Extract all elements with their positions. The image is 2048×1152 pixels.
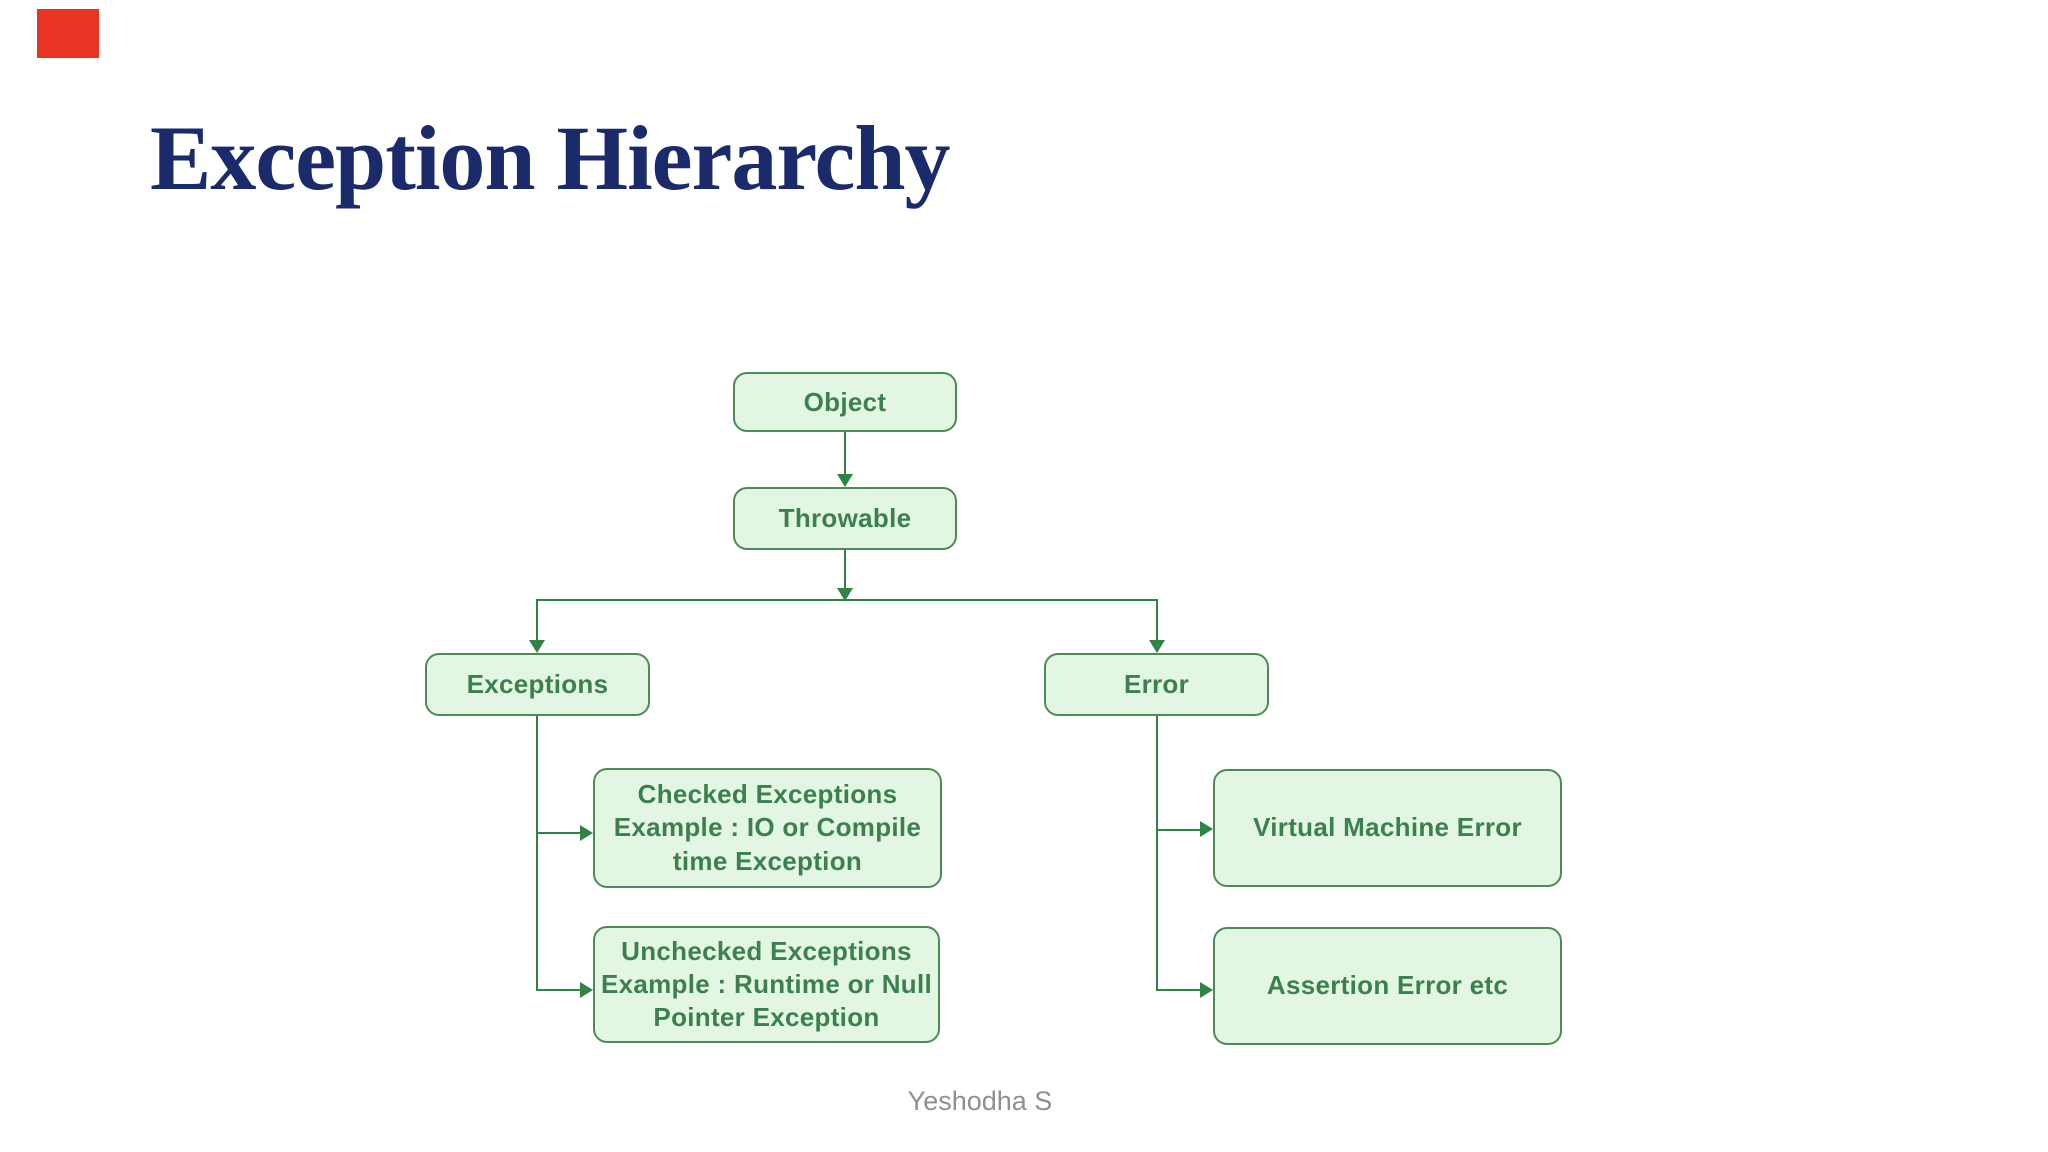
arrowhead-vmerror-icon bbox=[1200, 821, 1213, 837]
connector-split-exceptions bbox=[536, 599, 538, 641]
author-credit: Yeshodha S bbox=[907, 1086, 1053, 1116]
connector-object-throwable bbox=[844, 432, 846, 477]
arrowhead-checked-icon bbox=[580, 825, 593, 841]
arrowhead-throwable-split-icon bbox=[837, 588, 853, 601]
connector-exceptions-trunk bbox=[536, 716, 538, 991]
page-title: Exception Hierarchy bbox=[150, 107, 951, 209]
connector-split-horizontal bbox=[536, 599, 1158, 601]
connector-exceptions-checked bbox=[537, 832, 582, 834]
node-checked-exceptions: Checked Exceptions Example : IO or Compi… bbox=[593, 768, 942, 888]
node-exceptions: Exceptions bbox=[425, 653, 650, 716]
connector-error-assertion bbox=[1157, 989, 1202, 991]
node-object: Object bbox=[733, 372, 957, 432]
node-assertion-error: Assertion Error etc bbox=[1213, 927, 1562, 1045]
red-marker bbox=[37, 9, 99, 58]
connector-throwable-split bbox=[844, 550, 846, 590]
node-error: Error bbox=[1044, 653, 1269, 716]
connector-error-vmerror bbox=[1157, 829, 1202, 831]
node-unchecked-exceptions: Unchecked Exceptions Example : Runtime o… bbox=[593, 926, 940, 1043]
connector-error-trunk bbox=[1156, 716, 1158, 991]
arrowhead-assertion-icon bbox=[1200, 982, 1213, 998]
connector-exceptions-unchecked bbox=[537, 989, 582, 991]
arrowhead-exceptions-icon bbox=[529, 640, 545, 653]
arrowhead-error-icon bbox=[1149, 640, 1165, 653]
arrowhead-unchecked-icon bbox=[580, 982, 593, 998]
connector-split-error bbox=[1156, 599, 1158, 641]
node-virtual-machine-error: Virtual Machine Error bbox=[1213, 769, 1562, 887]
node-throwable: Throwable bbox=[733, 487, 957, 550]
arrowhead-object-throwable-icon bbox=[837, 474, 853, 487]
